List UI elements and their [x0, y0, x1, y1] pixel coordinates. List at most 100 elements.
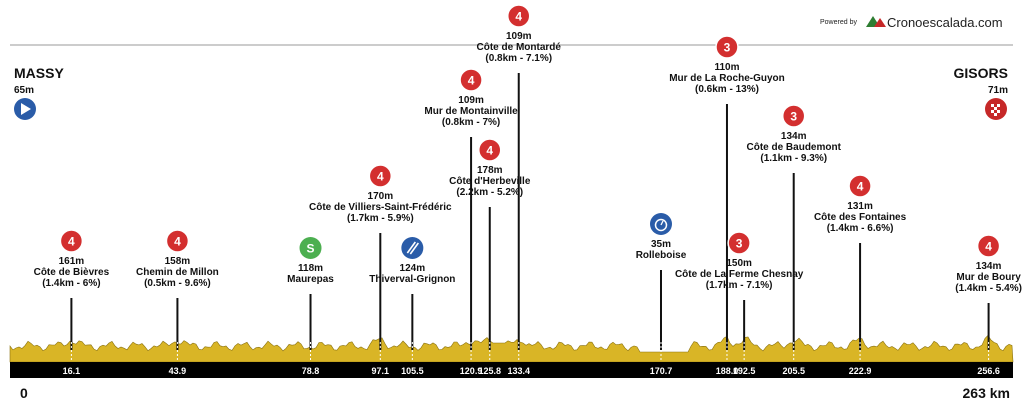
marker-text-line: Côte des Fontaines — [814, 212, 907, 223]
marker-text-line: Côte de Baudemont — [746, 142, 841, 153]
km-label: 170.7 — [650, 366, 673, 376]
climb-category-icon — [715, 35, 739, 59]
marker-text-line: (1.7km - 5.9%) — [347, 213, 414, 224]
climb-category-label: 4 — [515, 10, 522, 24]
km-label: 133.4 — [507, 366, 530, 376]
km-label: 205.5 — [782, 366, 805, 376]
climb-category-label: 4 — [985, 240, 992, 254]
km-label: 43.9 — [169, 366, 187, 376]
climb-category-icon — [848, 174, 872, 198]
marker-text-line: 131m — [847, 201, 873, 212]
climb-category-label: 3 — [790, 110, 797, 124]
marker-text-line: 118m — [298, 263, 323, 274]
marker-text-line: (1.4km - 5.4%) — [955, 283, 1022, 294]
marker-text-line: (0.8km - 7%) — [442, 117, 500, 128]
marker-text-line: Mur de Montainville — [424, 106, 518, 117]
km-label: 192.5 — [733, 366, 756, 376]
marker-text-line: 178m — [477, 165, 503, 176]
marker-text-line: (1.4km - 6%) — [42, 278, 100, 289]
marker-text-line: (2.2km - 5.2%) — [456, 187, 523, 198]
marker-text-line: Maurepas — [287, 274, 334, 285]
sprint-label: S — [307, 242, 315, 256]
marker-text-line: Côte d'Herbeville — [449, 176, 531, 187]
climb-category-label: 3 — [736, 237, 743, 251]
marker-text-line: (0.5km - 9.6%) — [144, 278, 211, 289]
marker-text-line: (0.8km - 7.1%) — [485, 53, 552, 64]
climb-category-icon — [165, 229, 190, 253]
marker-text-line: (0.6km - 13%) — [695, 84, 759, 95]
elevation-profile-area — [9, 334, 1014, 363]
km-label: 105.5 — [401, 366, 424, 376]
finish-name: GISORS — [954, 65, 1008, 81]
climb-category-icon — [59, 229, 84, 253]
powered-by-text: Powered by — [820, 19, 857, 26]
climb-category-label: 4 — [68, 235, 75, 249]
climb-category-icon — [478, 138, 502, 162]
marker-text-line: Côte de Villiers-Saint-Frédéric — [309, 202, 452, 213]
climb-category-label: 4 — [377, 170, 384, 184]
cronoescalada-logo-icon — [866, 16, 886, 27]
start-name: MASSY — [14, 65, 64, 81]
km-label: 222.9 — [849, 366, 872, 376]
marker-text-line: Thiverval-Grignon — [369, 274, 455, 285]
marker-text-line: Mur de Boury — [956, 272, 1021, 283]
climb-category-label: 4 — [486, 144, 493, 158]
marker-text-line: 170m — [368, 191, 394, 202]
km-label: 16.1 — [63, 366, 81, 376]
climb-category-icon — [781, 104, 806, 128]
finish-flag-icon — [985, 98, 1007, 120]
finish-km: 263 km — [963, 385, 1010, 401]
km-label: 120.9 — [460, 366, 483, 376]
climb-category-icon — [727, 231, 751, 255]
start-km: 0 — [20, 385, 28, 401]
marker-text-line: Chemin de Millon — [136, 267, 219, 278]
marker-text-line: 109m — [506, 31, 532, 42]
feed-zone-icon — [401, 237, 424, 259]
marker-text-line: Côte de Bièvres — [34, 267, 110, 278]
marker-text-line: 161m — [59, 256, 85, 267]
marker-text-line: Rolleboise — [636, 250, 687, 261]
marker-text-line: Côte de La Ferme Chesnay — [675, 269, 804, 280]
start-altitude: 65m — [14, 85, 34, 96]
marker-text-line: Côte de Montardé — [477, 42, 562, 53]
start-play-icon — [14, 98, 36, 120]
sprint-icon — [299, 237, 322, 259]
km-label: 188.0 — [716, 366, 739, 376]
marker-text-line: 158m — [165, 256, 191, 267]
marker-text-line: (1.1km - 9.3%) — [760, 153, 827, 164]
marker-text-line: 150m — [726, 258, 752, 269]
climb-category-label: 3 — [724, 41, 731, 55]
brand-name[interactable]: Cronoescalada.com — [887, 15, 1003, 30]
km-axis-bar — [10, 362, 1013, 378]
climb-category-label: 4 — [857, 180, 864, 194]
marker-text-line: 35m — [651, 239, 671, 250]
marker-text-line: (1.7km - 7.1%) — [706, 280, 773, 291]
marker-text-line: (1.4km - 6.6%) — [827, 223, 894, 234]
climb-category-label: 4 — [468, 74, 475, 88]
marker-text-line: 110m — [714, 62, 739, 73]
finish-altitude: 71m — [988, 85, 1008, 96]
km-label: 78.8 — [302, 366, 320, 376]
km-label: 97.1 — [372, 366, 390, 376]
marker-text-line: 124m — [400, 263, 426, 274]
climb-category-label: 4 — [174, 235, 181, 249]
marker-text-line: 109m — [458, 95, 484, 106]
climb-category-icon — [976, 234, 1001, 258]
climb-category-icon — [459, 68, 483, 92]
